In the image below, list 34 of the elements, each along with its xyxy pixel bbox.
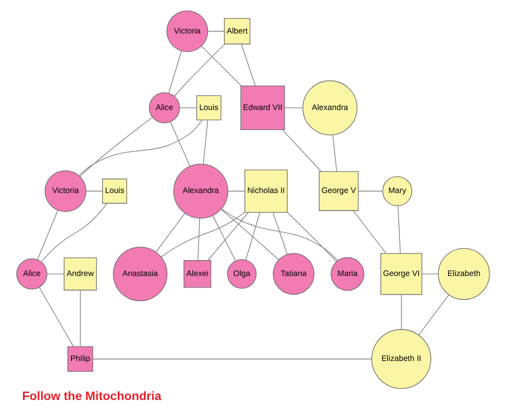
connector xyxy=(79,117,152,177)
connector xyxy=(244,212,260,260)
connector xyxy=(197,218,200,261)
connector xyxy=(207,30,224,32)
connector xyxy=(418,294,449,336)
connector xyxy=(155,212,185,252)
connector xyxy=(36,210,58,260)
connector xyxy=(200,46,242,86)
connector xyxy=(220,208,338,261)
connector xyxy=(212,215,236,262)
connector xyxy=(220,209,278,260)
connector xyxy=(358,190,382,192)
connector xyxy=(78,120,202,176)
connector xyxy=(332,134,337,172)
caption: Follow the Mitochondria xyxy=(22,389,161,404)
connector xyxy=(207,212,248,261)
connector xyxy=(397,206,400,254)
connector xyxy=(240,44,256,86)
connector xyxy=(227,190,245,192)
connector xyxy=(92,358,372,360)
connector xyxy=(160,212,244,258)
connector xyxy=(85,190,102,192)
connector xyxy=(352,210,386,254)
connector xyxy=(170,122,190,166)
connector xyxy=(286,212,336,262)
connector xyxy=(272,212,288,255)
connector xyxy=(282,129,321,172)
connector xyxy=(38,287,74,347)
connector xyxy=(173,44,224,97)
connector xyxy=(168,50,182,94)
connector xyxy=(202,120,208,164)
connector xyxy=(79,290,80,347)
connector xyxy=(40,203,107,262)
connector xyxy=(400,294,402,330)
